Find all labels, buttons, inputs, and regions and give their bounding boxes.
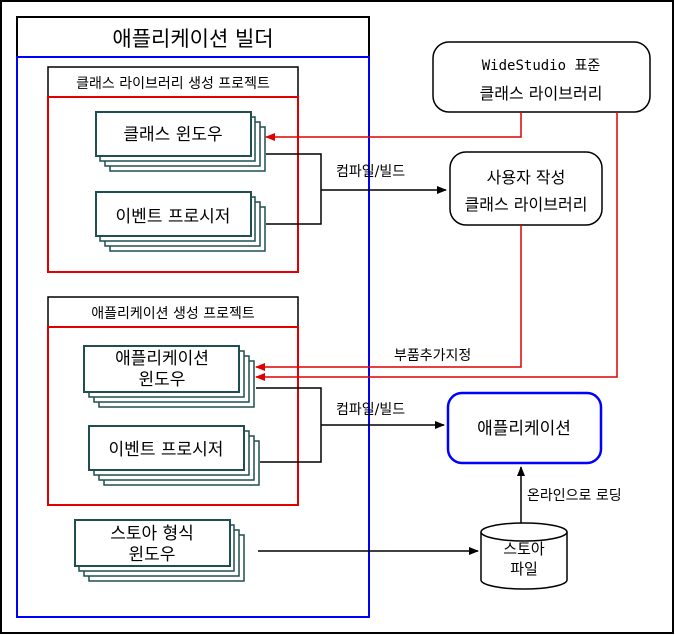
- class-library-project-title-box: [47, 66, 299, 98]
- widestudio-library-line1: WideStudio 표준: [482, 58, 601, 74]
- application-project-title-box: [47, 296, 299, 328]
- user-library-line2: 클래스 라이브러리: [465, 195, 588, 214]
- bracket-app-compile: [256, 387, 322, 463]
- application-project: 애플리케이션 생성 프로젝트 애플리케이션 윈도우 이벤트 프로시저: [47, 296, 299, 506]
- class-window-stack: 클래스 윈도우: [95, 111, 266, 172]
- app-window-label-line2: 윈도우: [139, 370, 186, 390]
- application-label: 애플리케이션: [477, 419, 571, 439]
- application-box: [446, 391, 603, 465]
- store-window-box: [74, 519, 231, 567]
- label-compile-build-1: 컴파일/빌드: [336, 164, 405, 180]
- arrow-widestudio-to-app-window: [255, 112, 618, 381]
- event-procedure-stack-1: 이벤트 프로시저: [95, 191, 266, 252]
- store-window-label-line2: 윈도우: [129, 545, 176, 565]
- app-window-stack: 애플리케이션 윈도우: [83, 345, 255, 408]
- store-file-line1: 스토아: [503, 540, 545, 558]
- store-window-label-line1: 스토아 형식: [110, 524, 194, 544]
- widestudio-library: WideStudio 표준 클래스 라이브러리: [432, 41, 651, 113]
- label-compile-build-2: 컴파일/빌드: [336, 402, 405, 418]
- application-project-box: [47, 326, 299, 506]
- widestudio-library-box: [432, 41, 651, 113]
- store-file-line2: 파일: [510, 560, 538, 578]
- event-procedure-stack-2: 이벤트 프로시저: [88, 425, 260, 486]
- builder-body: [16, 56, 370, 618]
- application-node: 애플리케이션: [446, 391, 603, 465]
- label-component-add: 부품추가지정: [394, 348, 471, 364]
- arrow-widestudio-to-class-window: [265, 112, 522, 141]
- widestudio-library-line2: 클래스 라이브러리: [480, 84, 603, 103]
- application-project-title: 애플리케이션 생성 프로젝트: [91, 306, 255, 322]
- red-connectors: [255, 112, 618, 381]
- user-library-line1: 사용자 작성: [487, 168, 566, 187]
- class-library-project: 클래스 라이브러리 생성 프로젝트 클래스 윈도우 이벤트 프로시저: [47, 66, 299, 273]
- app-window-label-line1: 애플리케이션: [115, 349, 209, 369]
- class-window-box: [95, 111, 252, 157]
- store-file-cylinder-top: [480, 522, 568, 542]
- event-procedure-box-1: [95, 191, 252, 237]
- bracket-class-lib-compile: [266, 153, 322, 225]
- arrow-userlib-to-app-window: [255, 225, 522, 371]
- builder-title: 애플리케이션 빌더: [112, 27, 273, 51]
- class-window-label: 클래스 윈도우: [123, 125, 222, 145]
- label-online-loading: 온라인으로 로딩: [527, 488, 622, 504]
- user-library: 사용자 작성 클래스 라이브러리: [449, 151, 603, 226]
- class-library-project-title: 클래스 라이브러리 생성 프로젝트: [76, 76, 270, 92]
- app-window-box: [83, 345, 240, 393]
- user-library-box: [449, 151, 603, 226]
- event-procedure-label-1: 이벤트 프로시저: [116, 207, 231, 227]
- store-file-cylinder-body: [480, 532, 568, 590]
- class-library-project-box: [47, 96, 299, 273]
- store-file: 스토아 파일: [480, 522, 568, 590]
- event-procedure-label-2: 이벤트 프로시저: [109, 440, 224, 460]
- event-procedure-box-2: [88, 425, 245, 471]
- black-connectors: [256, 153, 525, 555]
- store-window-stack: 스토아 형식 윈도우: [74, 519, 245, 582]
- application-builder: 애플리케이션 빌더: [16, 16, 370, 618]
